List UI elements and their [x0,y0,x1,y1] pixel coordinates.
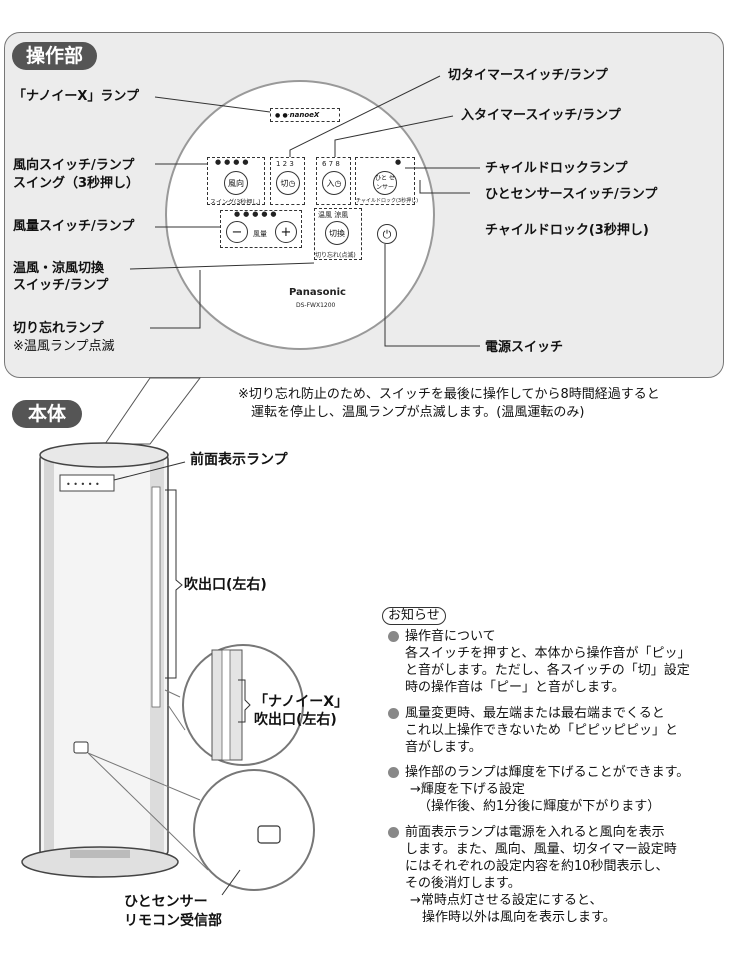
nanoe-lamp-indicator: ● ●·nanoeX [270,108,340,122]
label-child-lock: チャイルドロック(3秒押し) [485,223,649,238]
label-nanoe-outlet-1: 「ナノイーX」 [254,694,349,710]
off-timer-digits: 1 2 3 [276,160,294,168]
info-bullet [388,631,399,642]
on-timer-button[interactable]: 入◷ [322,171,346,195]
direction-group [207,157,265,205]
info-title: お知らせ [382,607,446,625]
warm-cool-text: 温風 涼風 [318,211,349,219]
info-1-line-3: と音がします。ただし、各スイッチの「切」設定 [405,663,690,678]
human-sensor-button[interactable]: ひと センサー [373,171,397,195]
off-timer-group [270,157,305,205]
label-warm-cool-switch: スイッチ/ランプ [13,278,109,293]
info-2-line-3: 音がします。 [405,740,482,755]
label-sensor-1: ひとセンサー [124,894,208,910]
info-3-line-1: 操作部のランプは輝度を下げることができます。 [405,765,690,780]
label-on-timer: 入タイマースイッチ/ランプ [461,108,621,123]
info-bullet [388,708,399,719]
nanoe-text: nanoeX [289,111,320,119]
info-2-line-2: これ以上操作できないため「ピピッピピッ」と [405,723,679,738]
svg-text:• • • • •: • • • • • [66,480,100,489]
brand-text: Panasonic [289,287,346,298]
info-1-line-2: 各スイッチを押すと、本体から操作音が「ピッ」 [405,646,691,661]
power-icon: ⏻ [382,227,392,241]
panel-title: 操作部 [12,42,98,70]
child-lock-led: ● [395,158,402,166]
label-power: 電源スイッチ [485,340,564,355]
direction-leds: ●●●● [215,158,252,166]
volume-group [220,210,302,248]
clock-icon: ◷ [288,178,296,188]
direction-button[interactable]: 風向 [224,171,248,195]
label-direction: 風向スイッチ/ランプ [13,158,135,173]
footnote-line1: ※切り忘れ防止のため、スイッチを最後に操作してから8時間経過すると [238,387,660,402]
volume-text: 風量 [253,230,267,238]
info-4-line-3: にはそれぞれの設定内容を約10秒間表示し、 [405,859,669,874]
label-sensor-2: リモコン受信部 [124,913,222,929]
info-3-line-3: （操作後、約1分後に輝度が下がります） [418,799,661,814]
swing-text: スイング(3秒押し) [210,199,261,206]
label-off-timer: 切タイマースイッチ/ランプ [448,68,608,83]
footnote-line2: 運転を停止し、温風ランプが点滅します。(温風運転のみ) [251,405,585,420]
label-forget-note: ※温風ランプ点滅 [13,339,115,354]
info-4-line-1: 前面表示ランプは電源を入れると風向を表示 [405,825,665,840]
info-4-line-2: します。また、風向、風量、切タイマー設定時 [405,842,677,857]
on-timer-digits: 6 7 8 [322,160,340,168]
label-outlet: 吹出口(左右) [184,577,267,593]
label-forget-lamp: 切り忘れランプ [13,321,104,336]
info-1-line-4: 時の操作音は「ピー」と音がします。 [405,680,625,695]
info-bullet [388,827,399,838]
on-timer-label: 入 [326,178,335,188]
label-warm-cool: 温風・涼風切換 [13,261,105,276]
forget-text: 切り忘れ(点滅) [315,252,356,259]
info-1-line-1: 操作音について [405,629,496,644]
warm-cool-button[interactable]: 切換 [325,221,349,245]
info-4-line-6: 操作時以外は風向を表示します。 [422,910,616,925]
info-2-line-1: 風量変更時、最左端または最右端までくると [405,706,665,721]
info-4-line-5: →常時点灯させる設定にすると、 [410,893,603,908]
sensor-group [355,157,415,205]
power-button[interactable]: ⏻ [377,224,397,244]
label-swing: スイング（3秒押し） [13,176,140,191]
info-3-line-2: →輝度を下げる設定 [410,782,525,797]
model-text: DS-FWX1200 [296,302,336,309]
label-nanoe-lamp: 「ナノイーX」ランプ [13,89,139,104]
switch-group [314,208,362,260]
label-nanoe-outlet-2: 吹出口(左右) [254,712,337,728]
info-bullet [388,767,399,778]
volume-plus-button[interactable]: + [275,221,297,243]
label-human-sensor: ひとセンサースイッチ/ランプ [485,187,658,202]
control-plate [165,80,435,350]
child-lock-text: チャイルドロック(3秒押し) [356,198,419,204]
volume-minus-button[interactable]: − [226,221,248,243]
volume-leds: ●●●●● [234,210,280,218]
label-child-lock-lamp: チャイルドロックランプ [485,161,628,176]
label-front-lamp: 前面表示ランプ [190,452,288,468]
clock-icon: ◷ [334,178,342,188]
label-volume: 風量スイッチ/ランプ [13,219,135,234]
body-title: 本体 [12,400,83,428]
info-4-line-4: その後消灯します。 [405,876,521,891]
off-timer-button[interactable]: 切◷ [276,171,300,195]
on-timer-group [316,157,351,205]
off-timer-label: 切 [280,178,289,188]
